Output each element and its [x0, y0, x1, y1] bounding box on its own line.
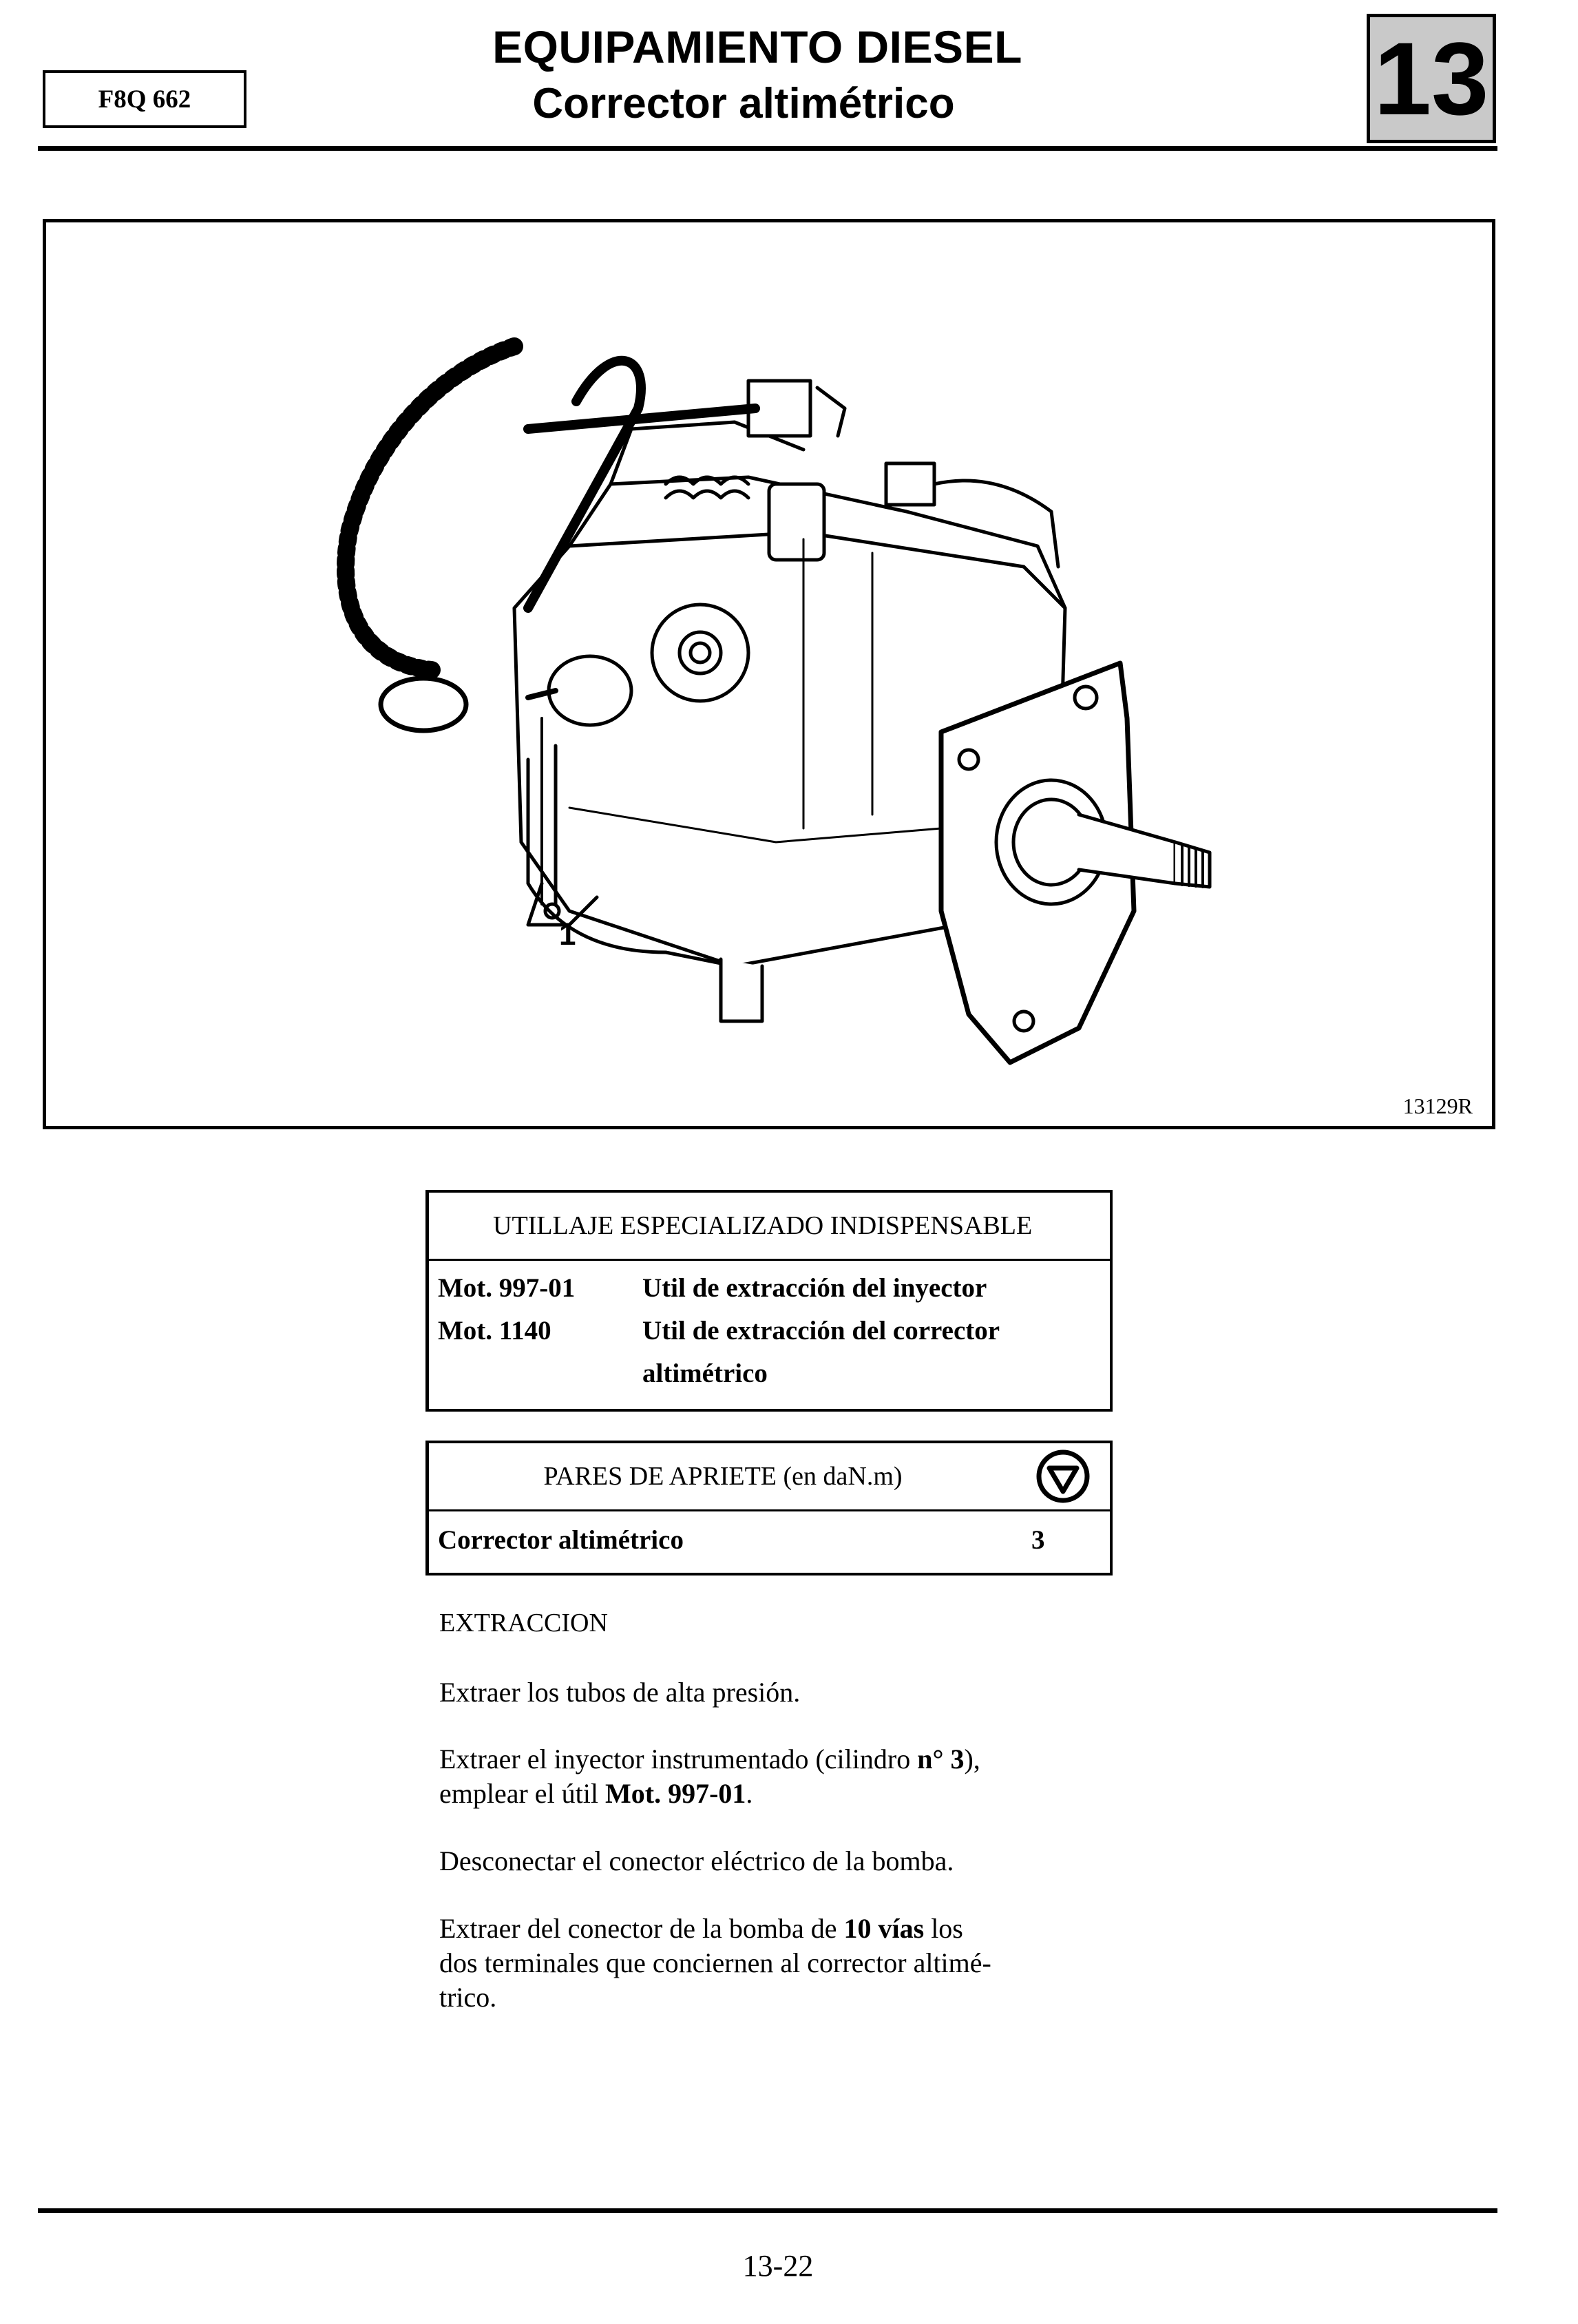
figure-reference: 13129R: [1402, 1093, 1473, 1118]
tool-reference: Mot. 997-01: [605, 1778, 746, 1809]
table-heading: UTILLAJE ESPECIALIZADO INDISPENSABLE: [425, 1193, 1110, 1261]
paragraph: Desconectar el conector eléctrico de la …: [439, 1844, 1100, 1878]
paragraph-text: dos terminales que conciernen al correct…: [439, 1947, 991, 1978]
paragraph: Extraer los tubos de alta presión.: [439, 1675, 1100, 1710]
special-tools-table: UTILLAJE ESPECIALIZADO INDISPENSABLE Mot…: [425, 1190, 1113, 1412]
paragraph-text: trico.: [439, 1982, 497, 2013]
engine-code-box: F8Q 662: [43, 70, 246, 128]
paragraph-text: Extraer el inyector instrumentado (cilin…: [439, 1744, 918, 1775]
paragraph-text: .: [746, 1778, 753, 1809]
figure-frame: 1 13129R: [43, 219, 1495, 1129]
torque-wrench-symbol-icon: [1036, 1449, 1090, 1503]
tool-description: Util de extracción del inyector: [642, 1273, 987, 1303]
torque-table: PARES DE APRIETE (en daN.m) Corrector al…: [425, 1441, 1113, 1575]
tool-code: Mot. 1140: [438, 1316, 551, 1346]
tool-code: Mot. 997-01: [438, 1273, 576, 1303]
paragraph: Extraer del conector de la bomba de 10 v…: [439, 1912, 1100, 2015]
injection-pump-illustration: [337, 337, 1212, 1065]
tool-description-cont: altimétrico: [642, 1359, 768, 1388]
page-subtitle: Corrector altimétrico: [532, 80, 955, 127]
page-number: 13-22: [742, 2249, 814, 2283]
table-heading: PARES DE APRIETE (en daN.m): [425, 1443, 1110, 1511]
paragraph-text: emplear el útil: [439, 1778, 606, 1809]
section-title: EXTRACCION: [439, 1609, 608, 1637]
paragraph-text: ),: [964, 1744, 980, 1775]
engine-code: F8Q 662: [98, 85, 191, 114]
torque-part: Corrector altimétrico: [438, 1525, 684, 1555]
callout-label: 1: [559, 918, 576, 952]
page-title: EQUIPAMIENTO DIESEL: [492, 21, 1022, 72]
paragraph-text: Extraer los tubos de alta presión.: [439, 1677, 801, 1708]
footer-divider: [38, 2208, 1497, 2213]
paragraph-text: los: [924, 1913, 963, 1944]
paragraph: Extraer el inyector instrumentado (cilin…: [439, 1742, 1100, 1811]
chapter-number-box: 13: [1367, 14, 1496, 143]
torque-value: 3: [1031, 1525, 1045, 1555]
header-divider: [38, 146, 1497, 151]
chapter-number: 13: [1374, 21, 1489, 136]
connector-ways: 10 vías: [843, 1913, 925, 1944]
torque-heading: PARES DE APRIETE (en daN.m): [543, 1462, 903, 1491]
tool-description: Util de extracción del corrector: [642, 1316, 1000, 1346]
paragraph-text: Extraer del conector de la bomba de: [439, 1913, 844, 1944]
cylinder-number: n° 3: [917, 1744, 965, 1775]
paragraph-text: Desconectar el conector eléctrico de la …: [439, 1845, 954, 1876]
